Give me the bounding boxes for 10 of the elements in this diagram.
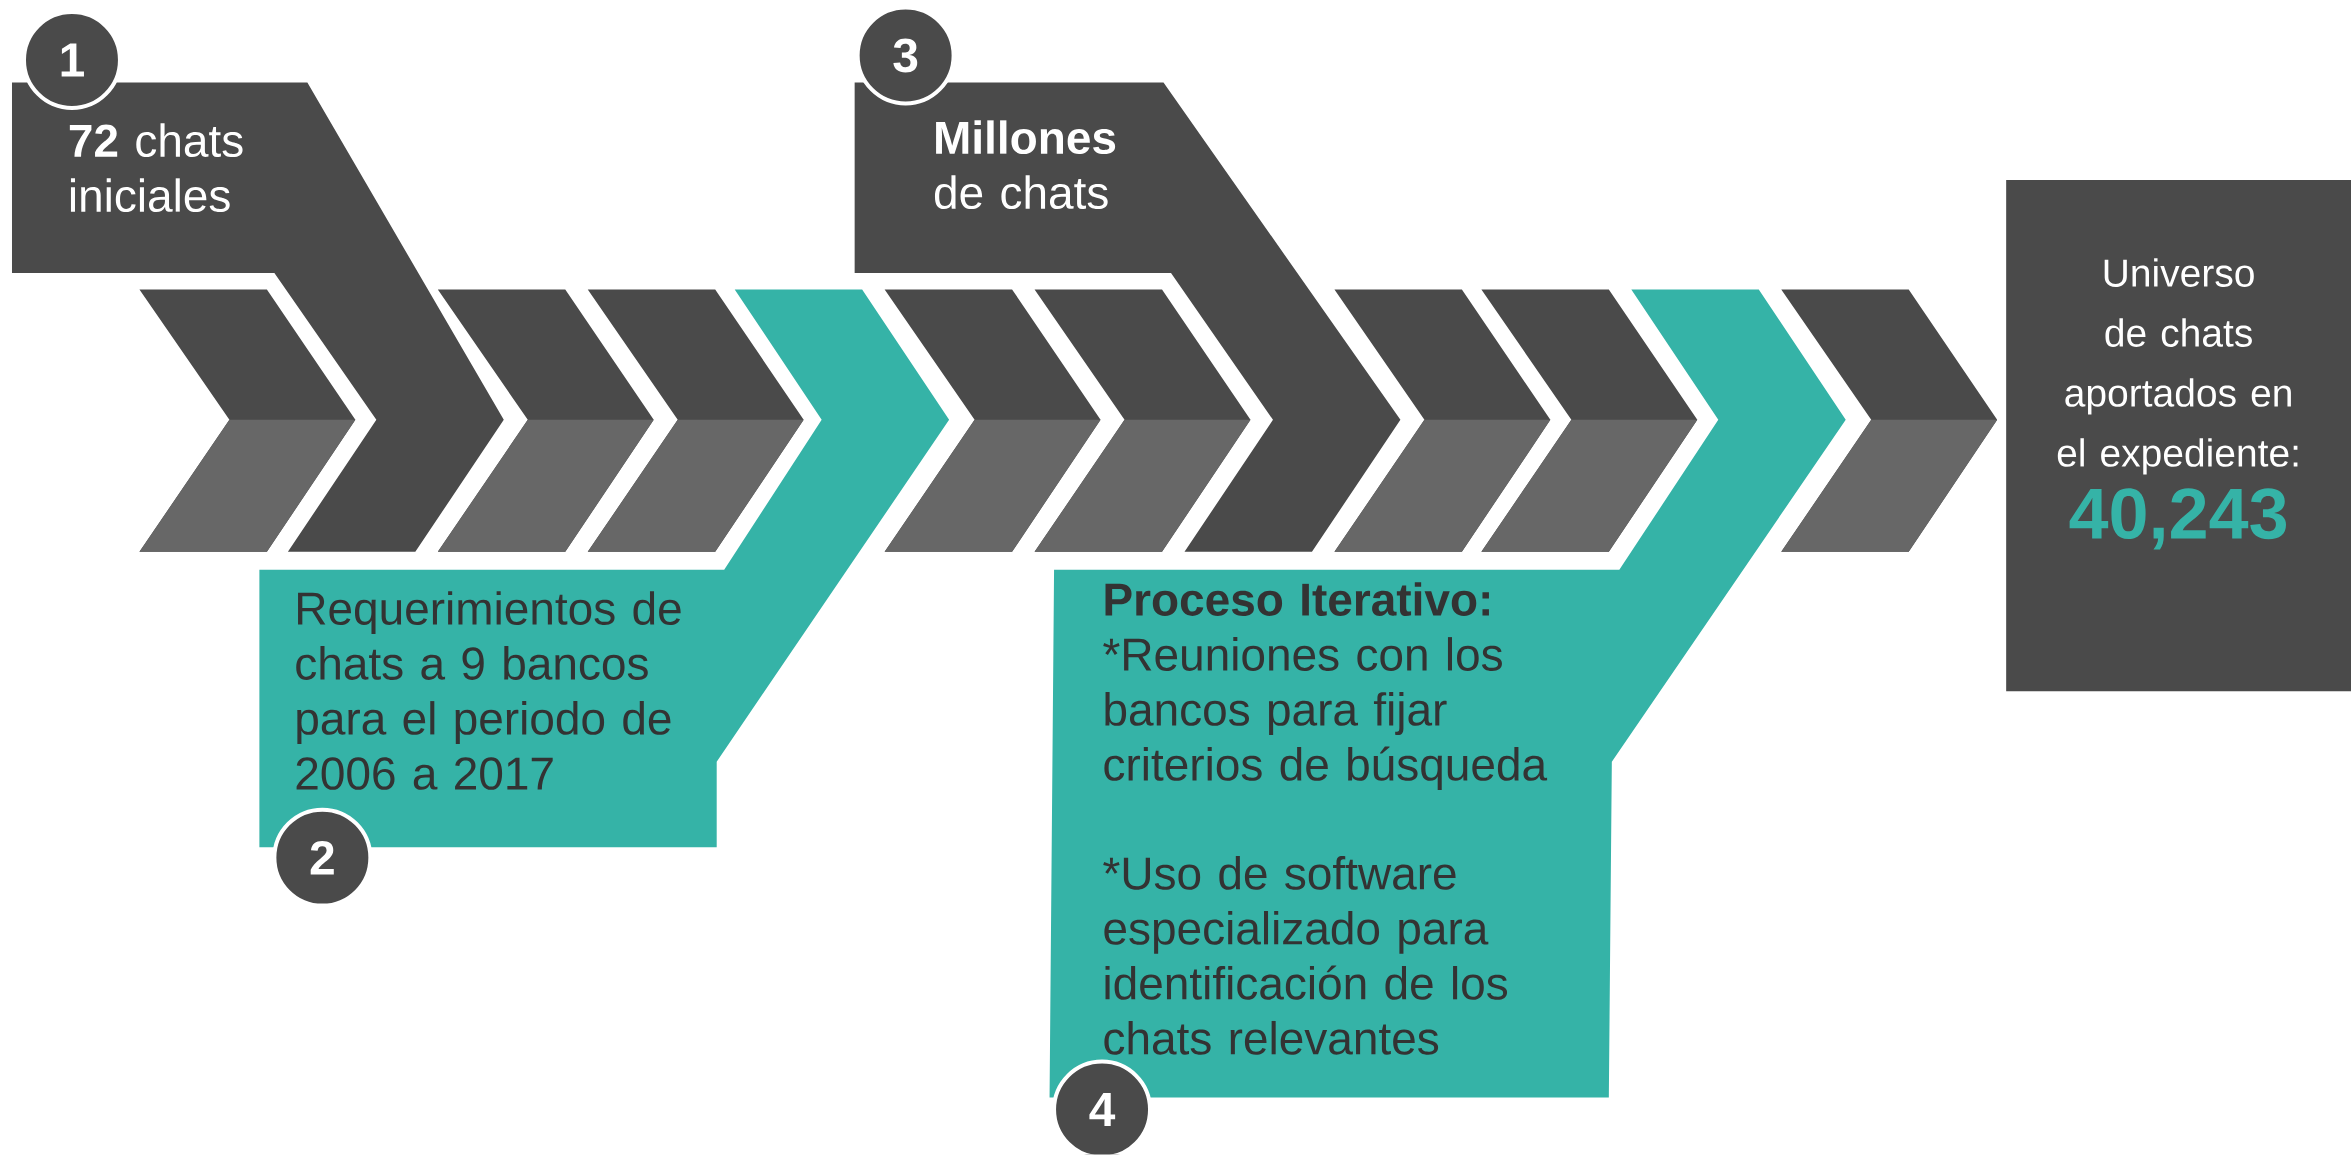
step-number-badge: 3 [855,5,956,106]
result-box: Universo de chats aportados en el expediente: 40,243 [2006,180,2351,692]
chevron-arrow [884,289,1101,552]
step-number-badge: 1 [22,10,122,111]
chevron-arrow [1781,289,1998,552]
chevron-arrow [587,289,804,552]
step-banner: 72 chats iniciales [12,82,504,552]
step-number-badge: 2 [272,807,373,908]
step-banner: Millones de chats [854,82,1401,552]
step-number-badge: 4 [1052,1059,1152,1155]
